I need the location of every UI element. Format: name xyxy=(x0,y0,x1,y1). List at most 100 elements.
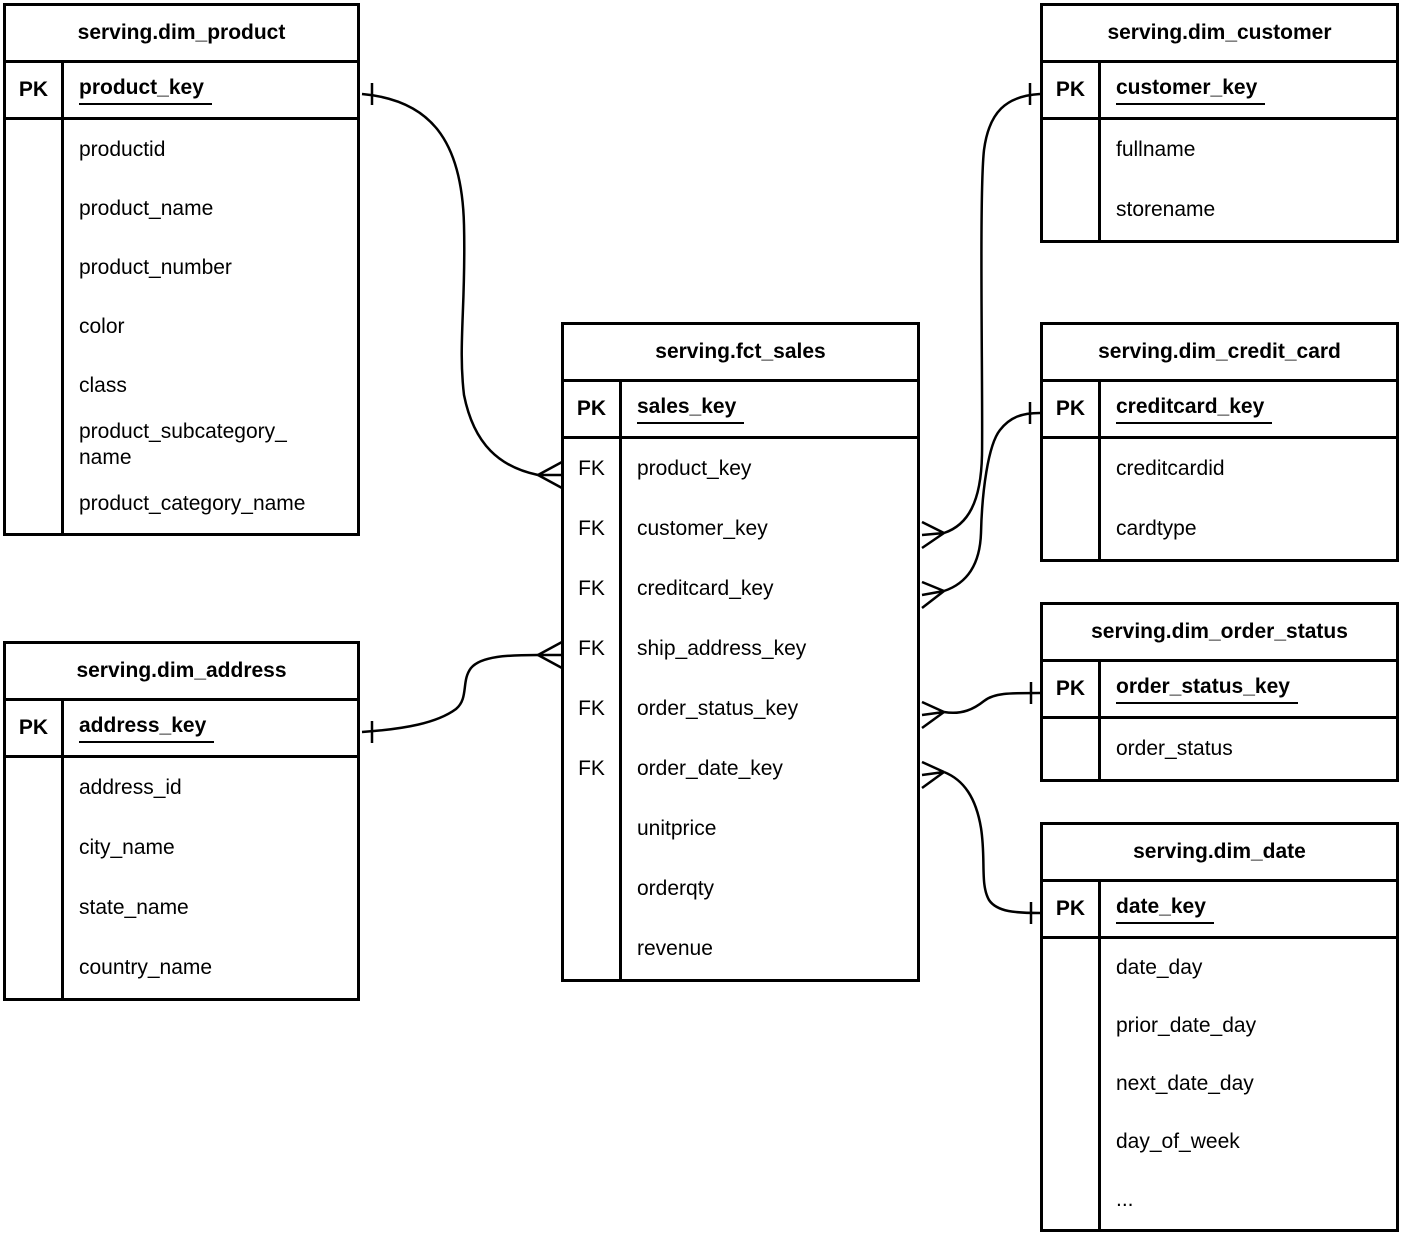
field-name: customer_key xyxy=(637,517,768,540)
field-name: date_day xyxy=(1116,956,1203,979)
connector-line xyxy=(361,653,539,734)
field-name: address_id xyxy=(79,776,182,799)
pk-field-name: creditcard_key xyxy=(1116,395,1273,424)
cardinality-many-crowfoot-icon xyxy=(921,520,945,550)
field-name: order_status xyxy=(1116,737,1233,760)
pk-field-name: order_status_key xyxy=(1116,675,1298,704)
table-title: serving.dim_order_status xyxy=(1043,605,1396,662)
field-name: day_of_week xyxy=(1116,1130,1240,1153)
key-tag xyxy=(564,799,622,859)
key-tag xyxy=(1043,499,1101,559)
key-tag: FK xyxy=(564,559,622,619)
cardinality-many-crowfoot-icon xyxy=(921,580,945,609)
relationship-date xyxy=(921,760,1041,924)
field-row: unitprice xyxy=(564,799,917,859)
cardinality-many-crowfoot-icon xyxy=(921,700,945,730)
key-tag xyxy=(1043,719,1101,779)
table-dim-customer: serving.dim_customer PK customer_key ful… xyxy=(1040,3,1399,243)
table-dim-product: serving.dim_product PK product_key produ… xyxy=(3,3,360,536)
pk-row: PK sales_key xyxy=(564,382,917,439)
key-tag xyxy=(1043,1055,1101,1113)
pk-row: PK product_key xyxy=(6,63,357,120)
table-title: serving.dim_product xyxy=(6,6,357,63)
pk-row: PK date_key xyxy=(1043,882,1396,939)
field-name: class xyxy=(79,373,127,397)
field-name: revenue xyxy=(637,937,713,960)
pk-tag: PK xyxy=(6,63,64,117)
cardinality-many-crowfoot-icon xyxy=(537,640,563,670)
field-row: product_name xyxy=(6,179,357,238)
field-name: cardtype xyxy=(1116,517,1197,540)
table-title: serving.dim_date xyxy=(1043,825,1396,882)
pk-row: PK creditcard_key xyxy=(1043,382,1396,439)
relationship-customer xyxy=(921,83,1041,550)
pk-field-name: date_key xyxy=(1116,895,1214,924)
field-name: state_name xyxy=(79,896,189,919)
field-name: order_status_key xyxy=(637,697,799,720)
field-row: prior_date_day xyxy=(1043,997,1396,1055)
table-dim-address: serving.dim_address PK address_key addre… xyxy=(3,641,360,1001)
table-title: serving.fct_sales xyxy=(564,325,917,382)
field-name: order_date_key xyxy=(637,757,783,780)
field-row: FK order_date_key xyxy=(564,739,917,799)
field-row: storename xyxy=(1043,180,1396,240)
field-name: creditcard_key xyxy=(637,577,774,600)
table-title: serving.dim_address xyxy=(6,644,357,701)
field-name: storename xyxy=(1116,198,1216,221)
table-dim-credit-card: serving.dim_credit_card PK creditcard_ke… xyxy=(1040,322,1399,562)
connector-line xyxy=(943,92,1041,535)
key-tag: FK xyxy=(564,739,622,799)
table-fct-sales: serving.fct_sales PK sales_key FK product… xyxy=(561,322,920,982)
field-row: state_name xyxy=(6,878,357,938)
field-name: product_name xyxy=(79,196,214,220)
field-name: city_name xyxy=(79,836,175,859)
pk-tag: PK xyxy=(1043,662,1101,716)
field-name: product_key xyxy=(637,457,752,480)
field-row: class xyxy=(6,356,357,415)
key-tag: FK xyxy=(564,619,622,679)
relationship-product xyxy=(361,83,563,490)
cardinality-many-crowfoot-icon xyxy=(921,760,945,790)
key-tag xyxy=(564,859,622,919)
field-list: creditcardid cardtype xyxy=(1043,439,1396,559)
key-tag xyxy=(1043,939,1101,997)
key-tag xyxy=(6,474,64,533)
cardinality-many-crowfoot-icon xyxy=(537,460,563,490)
field-name: ship_address_key xyxy=(637,637,807,660)
field-row: fullname xyxy=(1043,120,1396,180)
connector-line xyxy=(361,92,539,477)
pk-row: PK address_key xyxy=(6,701,357,758)
field-row: FK ship_address_key xyxy=(564,619,917,679)
table-title: serving.dim_credit_card xyxy=(1043,325,1396,382)
field-row: product_subcategory_ name xyxy=(6,415,357,474)
key-tag xyxy=(1043,439,1101,499)
field-name: fullname xyxy=(1116,138,1196,161)
field-name: creditcardid xyxy=(1116,457,1225,480)
field-row: product_category_name xyxy=(6,474,357,533)
pk-field-name: customer_key xyxy=(1116,76,1266,105)
key-tag xyxy=(1043,1171,1101,1229)
pk-row: PK customer_key xyxy=(1043,63,1396,120)
key-tag: FK xyxy=(564,499,622,559)
field-row: address_id xyxy=(6,758,357,818)
field-row: orderqty xyxy=(564,859,917,919)
pk-field-name: address_key xyxy=(79,714,215,743)
key-tag xyxy=(1043,997,1101,1055)
field-row: ... xyxy=(1043,1171,1396,1229)
pk-row: PK order_status_key xyxy=(1043,662,1396,719)
field-row: cardtype xyxy=(1043,499,1396,559)
field-name: color xyxy=(79,314,125,338)
key-tag xyxy=(6,179,64,238)
key-tag xyxy=(1043,1113,1101,1171)
field-name: product_category_name xyxy=(79,491,306,515)
table-dim-order-status: serving.dim_order_status PK order_status… xyxy=(1040,602,1399,782)
key-tag xyxy=(6,758,64,818)
relationship-order-status xyxy=(921,682,1041,730)
relationship-address xyxy=(361,640,563,743)
field-row: day_of_week xyxy=(1043,1113,1396,1171)
key-tag xyxy=(564,919,622,979)
